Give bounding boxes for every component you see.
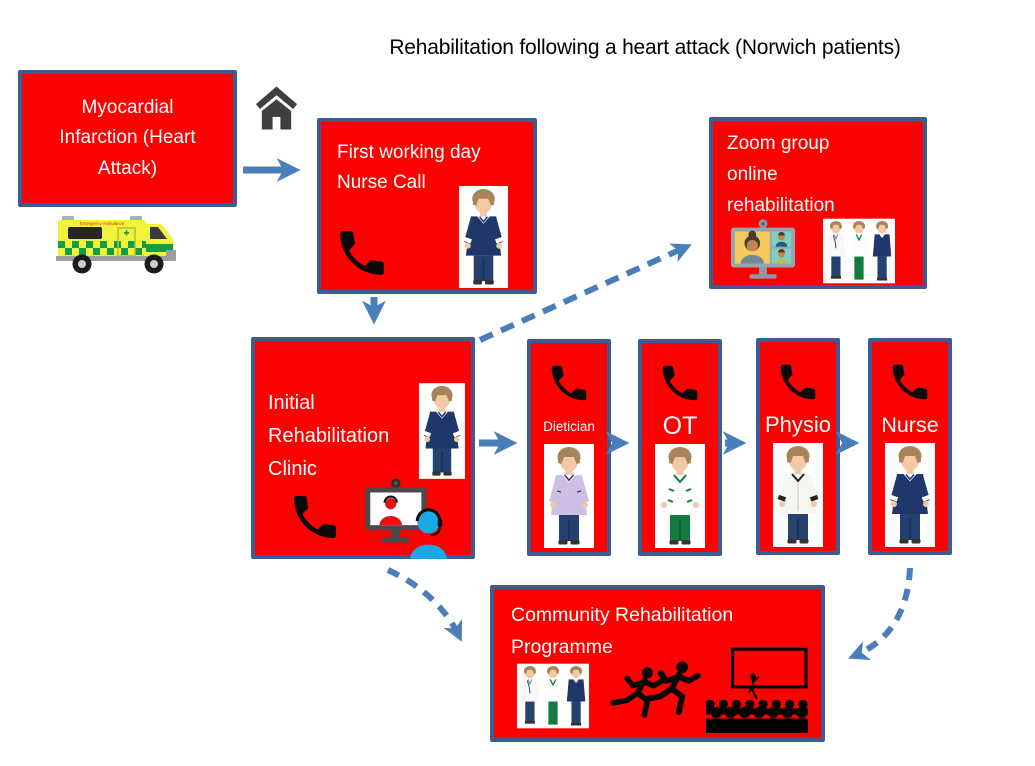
box-label: Physio	[764, 412, 832, 437]
nurse-icon	[459, 186, 508, 288]
page-title: Rehabilitation following a heart attack …	[389, 36, 901, 59]
ambulance-text: Emergency Ambulance	[80, 221, 125, 226]
phone-icon	[551, 365, 587, 401]
physio-icon	[773, 443, 823, 547]
box-myocardial-infarction: Myocardial Infarction (Heart Attack)	[18, 70, 237, 207]
audience	[706, 699, 808, 733]
phone-icon	[294, 496, 336, 538]
box-label: Dietician	[543, 418, 595, 434]
nurse-icon	[885, 443, 935, 547]
phone-icon	[780, 364, 816, 400]
box-label: Myocardial Infarction (Heart Attack)	[59, 96, 196, 179]
box-label: Community Rehabilitation Programme	[511, 604, 734, 659]
box-label: Nurse	[881, 412, 939, 437]
home-icon	[255, 86, 298, 130]
ambulance-icon: Emergency Ambulance	[56, 216, 176, 274]
box-initial-rehabilitation-clinic: Initial Rehabilitation Clinic	[251, 337, 475, 559]
dashed-arrow-clinic-to-community	[386, 567, 463, 642]
lecture-icon	[706, 647, 808, 733]
dashed-arrow-nurse-to-community	[848, 567, 913, 661]
box-nurse: Nurse	[868, 338, 952, 555]
box-label: OT	[662, 411, 698, 440]
box-physio: Physio	[756, 338, 840, 555]
phone-icon	[662, 365, 698, 401]
remote-consultation-icon	[365, 478, 447, 559]
nurse-icon	[419, 383, 465, 479]
box-zoom-group: Zoom group online rehabilitation	[709, 117, 927, 289]
phone-icon	[892, 364, 928, 400]
healthcare-team-icon	[517, 663, 589, 729]
box-label: Zoom group online rehabilitation	[727, 133, 835, 216]
occupational-therapist-icon	[655, 444, 705, 548]
box-community-rehabilitation: Community Rehabilitation Programme	[490, 585, 825, 742]
box-label: Initial Rehabilitation Clinic	[268, 392, 390, 480]
runners-icon	[610, 661, 701, 718]
dietician-icon	[544, 444, 594, 548]
phone-icon	[340, 231, 384, 275]
video-call-icon	[730, 219, 796, 279]
box-first-working-day: First working day Nurse Call	[317, 118, 537, 294]
healthcare-team-icon	[823, 218, 895, 284]
box-dietician: Dietician	[527, 339, 611, 556]
box-ot: OT	[638, 339, 722, 556]
box-label: First working day Nurse Call	[337, 142, 481, 194]
